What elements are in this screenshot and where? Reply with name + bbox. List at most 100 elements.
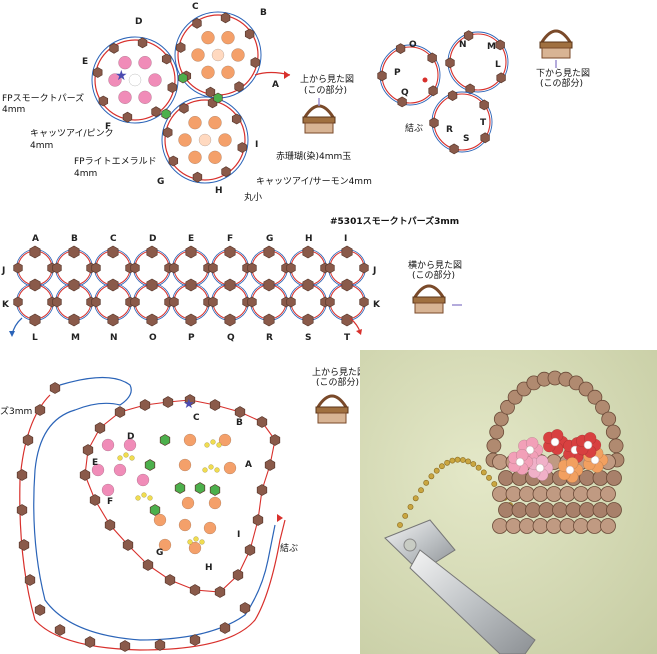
- handle-bead: [608, 438, 624, 454]
- top-row-letter: E: [188, 234, 195, 244]
- hex-bead: [194, 482, 206, 494]
- hex-bead: [256, 416, 268, 428]
- hex-bead: [146, 245, 158, 259]
- hex-bead: [13, 262, 23, 274]
- label-smoky-size: 4mm: [2, 105, 26, 115]
- basket-bead: [586, 518, 603, 534]
- chain-ball: [418, 487, 424, 494]
- star-marker: ★: [115, 68, 128, 84]
- petal-bead: [218, 133, 232, 147]
- hex-bead: [427, 52, 437, 64]
- letter-D-bottom: D: [127, 432, 135, 442]
- letter-H-bottom: H: [205, 563, 213, 573]
- wire-ring: [94, 39, 176, 121]
- chain-ball: [412, 495, 419, 502]
- letter-E: E: [82, 57, 89, 67]
- petal-bead: [178, 133, 192, 147]
- hex-bead: [302, 313, 314, 327]
- basket-bead: [552, 502, 568, 518]
- hex-bead: [192, 171, 203, 183]
- hex-bead: [169, 262, 179, 274]
- basket-icon-side: [412, 284, 446, 314]
- chain-ball: [407, 503, 414, 510]
- chain-ball: [402, 512, 409, 519]
- small-yellow-bead: [123, 452, 129, 458]
- hex-bead: [224, 245, 236, 259]
- small-yellow-bead: [129, 455, 135, 461]
- hex-bead: [29, 278, 41, 292]
- orange-bead: [153, 513, 167, 527]
- small-yellow-bead: [210, 439, 216, 445]
- hex-bead: [224, 313, 236, 327]
- petal-bead: [221, 65, 235, 80]
- arrow-head: [356, 329, 362, 335]
- bottom-row-letter: Q: [227, 333, 235, 343]
- hex-bead: [161, 53, 172, 65]
- basket-icon-top: [302, 104, 336, 134]
- orange-bead: [218, 433, 232, 447]
- orange-bead: [183, 433, 197, 447]
- hex-bead: [239, 602, 251, 614]
- hex-bead: [49, 382, 61, 394]
- wire-path: [33, 376, 276, 641]
- chain-ball: [491, 481, 498, 487]
- chain-ball: [486, 474, 492, 481]
- flower-pearl: [583, 440, 593, 450]
- hex-bead: [107, 278, 119, 292]
- basket-bead: [573, 518, 589, 534]
- hex-bead: [213, 92, 223, 104]
- small-yellow-bead: [214, 467, 220, 473]
- handle-bead: [493, 411, 509, 427]
- label-emerald-size: 4mm: [74, 169, 98, 179]
- hex-bead: [109, 42, 119, 54]
- hex-bead: [429, 117, 439, 129]
- label-coral: 赤珊瑚(染)4mm玉: [276, 152, 352, 162]
- hex-bead: [237, 142, 247, 153]
- hex-bead: [214, 586, 226, 598]
- bottom-row-letter: M: [71, 333, 80, 343]
- basket-bead: [532, 486, 549, 502]
- hex-bead: [302, 245, 314, 259]
- basket-icon-rim: [539, 41, 573, 49]
- orange-bead: [223, 461, 237, 475]
- hex-bead: [24, 574, 36, 586]
- basket-bead: [559, 486, 576, 502]
- hex-bead: [119, 640, 131, 652]
- bottom-row-letter: N: [110, 333, 118, 343]
- petal-bead: [148, 73, 162, 87]
- basket-bead: [546, 518, 562, 534]
- hex-bead: [22, 434, 34, 446]
- letter-J-left: J: [2, 266, 6, 276]
- basket-bead: [525, 502, 541, 518]
- handle-bead: [587, 389, 603, 405]
- letter-S: S: [463, 134, 470, 144]
- view-label-bottom-1: 下から見た図: [536, 69, 591, 79]
- letter-Q: Q: [401, 88, 409, 98]
- basket-bead: [600, 486, 616, 502]
- view-label-top-2: (この部分): [304, 86, 348, 96]
- petal-bead: [191, 48, 205, 62]
- hex-bead: [169, 296, 179, 308]
- small-yellow-bead: [216, 442, 222, 448]
- view-label-side-2: (この部分): [412, 271, 456, 281]
- hex-bead: [247, 296, 257, 308]
- pink-bead: [123, 438, 137, 452]
- pink-bead: [91, 463, 105, 477]
- hex-bead: [256, 484, 268, 496]
- hex-bead: [163, 127, 173, 138]
- star-marker: ★: [183, 397, 195, 412]
- bead-label-smoky-3mm: #5301スモークトパーズ3mm: [330, 217, 460, 227]
- hex-bead: [234, 81, 244, 93]
- hex-bead: [79, 469, 91, 481]
- wire-ring: [91, 36, 179, 124]
- hex-bead: [286, 296, 296, 308]
- letter-G-bottom: G: [156, 548, 164, 558]
- petal-bead: [138, 90, 152, 105]
- basket-icon-body: [541, 47, 571, 59]
- hex-bead: [151, 106, 161, 118]
- basket-icon-body: [317, 412, 347, 424]
- hex-bead: [93, 67, 103, 78]
- hex-bead: [68, 313, 80, 327]
- pink-bead: [101, 438, 115, 452]
- hex-bead: [122, 539, 134, 551]
